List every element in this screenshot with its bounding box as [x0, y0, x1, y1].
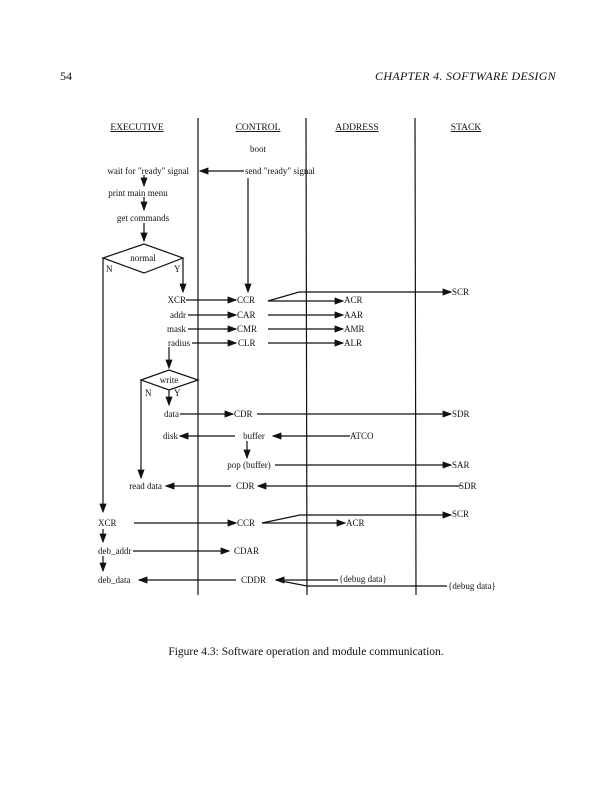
label-deb-addr: deb_addr	[98, 546, 132, 556]
label-cdr2: CDR	[236, 481, 255, 491]
label-cmds: get commands	[117, 213, 170, 223]
label-boot: boot	[250, 144, 267, 154]
diagram-labels: EXECUTIVE CONTROL ADDRESS STACK boot wai…	[98, 123, 496, 591]
running-head: CHAPTER 4. SOFTWARE DESIGN	[375, 69, 556, 83]
label-cdar: CDAR	[234, 546, 259, 556]
label-data: data	[164, 409, 179, 419]
figure-caption: Figure 4.3: Software operation and modul…	[168, 646, 444, 658]
label-mask: mask	[167, 324, 186, 334]
label-sar: SAR	[452, 460, 470, 470]
lane-stack: STACK	[451, 123, 482, 133]
label-n1: N	[106, 264, 113, 274]
label-ccr2: CCR	[237, 518, 255, 528]
label-scr2: SCR	[452, 509, 469, 519]
label-write: write	[160, 375, 179, 385]
label-y1: Y	[174, 264, 181, 274]
label-clr: CLR	[238, 338, 256, 348]
label-read: read data	[129, 481, 162, 491]
label-xcr2: XCR	[98, 518, 117, 528]
label-menu: print main menu	[108, 188, 168, 198]
label-y2: Y	[174, 388, 181, 398]
label-car: CAR	[237, 310, 256, 320]
label-send: send "ready" signal	[245, 166, 315, 176]
label-scr1: SCR	[452, 287, 469, 297]
label-aar: AAR	[344, 310, 363, 320]
label-addr: addr	[170, 310, 186, 320]
page-number: 54	[60, 69, 72, 83]
label-ccr1: CCR	[237, 295, 255, 305]
lane-control: CONTROL	[236, 123, 281, 133]
label-debug-data-stack: {debug data}	[448, 581, 496, 591]
label-disk: disk	[163, 431, 179, 441]
label-alr: ALR	[344, 338, 362, 348]
label-xcr1: XCR	[167, 295, 186, 305]
label-normal: normal	[130, 253, 156, 263]
lane-executive: EXECUTIVE	[110, 123, 163, 133]
lane-address: ADDRESS	[335, 123, 378, 133]
label-sdr2: SDR	[459, 481, 477, 491]
label-debug-data-address: {debug data}	[339, 574, 387, 584]
label-deb-data: deb_data	[98, 575, 130, 585]
label-acr2: ACR	[346, 518, 365, 528]
label-n2: N	[145, 388, 152, 398]
label-atco: ATCO	[350, 431, 374, 441]
label-pop: pop (buffer)	[227, 460, 271, 470]
label-sdr1: SDR	[452, 409, 470, 419]
label-acr1: ACR	[344, 295, 363, 305]
label-buffer: buffer	[243, 431, 265, 441]
label-cdr1: CDR	[234, 409, 253, 419]
label-cddr: CDDR	[241, 575, 266, 585]
label-radius: radius	[168, 338, 190, 348]
label-amr: AMR	[344, 324, 365, 334]
diagram-lines	[99, 117, 460, 596]
label-cmr: CMR	[237, 324, 257, 334]
label-wait: wait for "ready" signal	[107, 166, 189, 176]
